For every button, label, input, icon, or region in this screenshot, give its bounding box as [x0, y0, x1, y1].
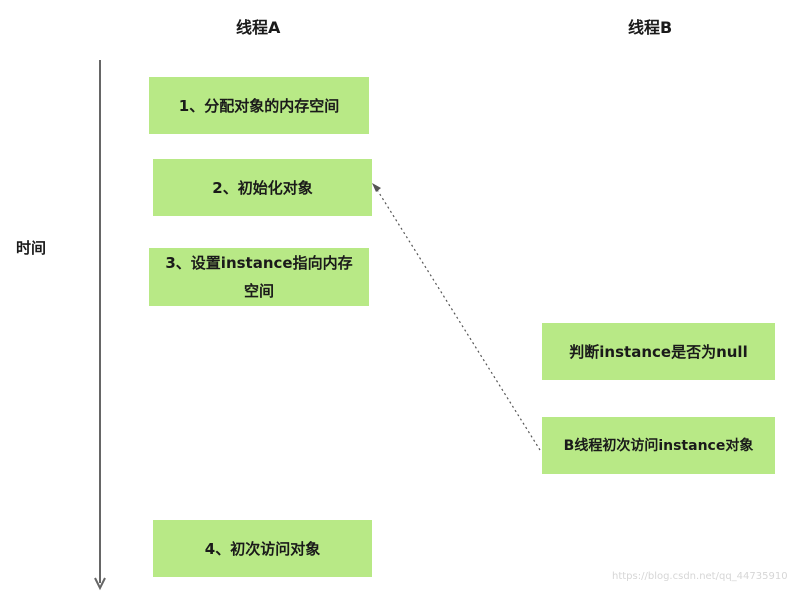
thread-a-header: 线程A: [236, 18, 281, 37]
reorder-arrowhead: [372, 183, 381, 192]
step-init-object-label: 2、初始化对象: [212, 178, 313, 197]
step-allocate-memory: 1、分配对象的内存空间: [149, 77, 369, 134]
step-first-access-label: 4、初次访问对象: [204, 539, 321, 558]
step-check-null: 判断instance是否为null: [542, 323, 775, 380]
reorder-dotted-arrow: [375, 187, 541, 451]
time-axis-label: 时间: [16, 239, 47, 257]
step-b-first-access-label: B线程初次访问instance对象: [563, 437, 754, 454]
step-first-access: 4、初次访问对象: [153, 520, 372, 577]
step-set-instance: 3、设置instance指向内存空间: [149, 248, 369, 306]
step-init-object: 2、初始化对象: [153, 159, 372, 216]
watermark: https://blog.csdn.net/qq_44735910: [612, 571, 788, 582]
step-set-instance-label: 3、设置instance指向内存空间: [165, 254, 353, 300]
thread-b-header: 线程B: [628, 18, 673, 37]
time-axis-arrowhead: [94, 577, 106, 591]
step-allocate-memory-label: 1、分配对象的内存空间: [178, 96, 340, 115]
step-check-null-label: 判断instance是否为null: [569, 342, 748, 361]
step-b-first-access: B线程初次访问instance对象: [542, 417, 775, 474]
